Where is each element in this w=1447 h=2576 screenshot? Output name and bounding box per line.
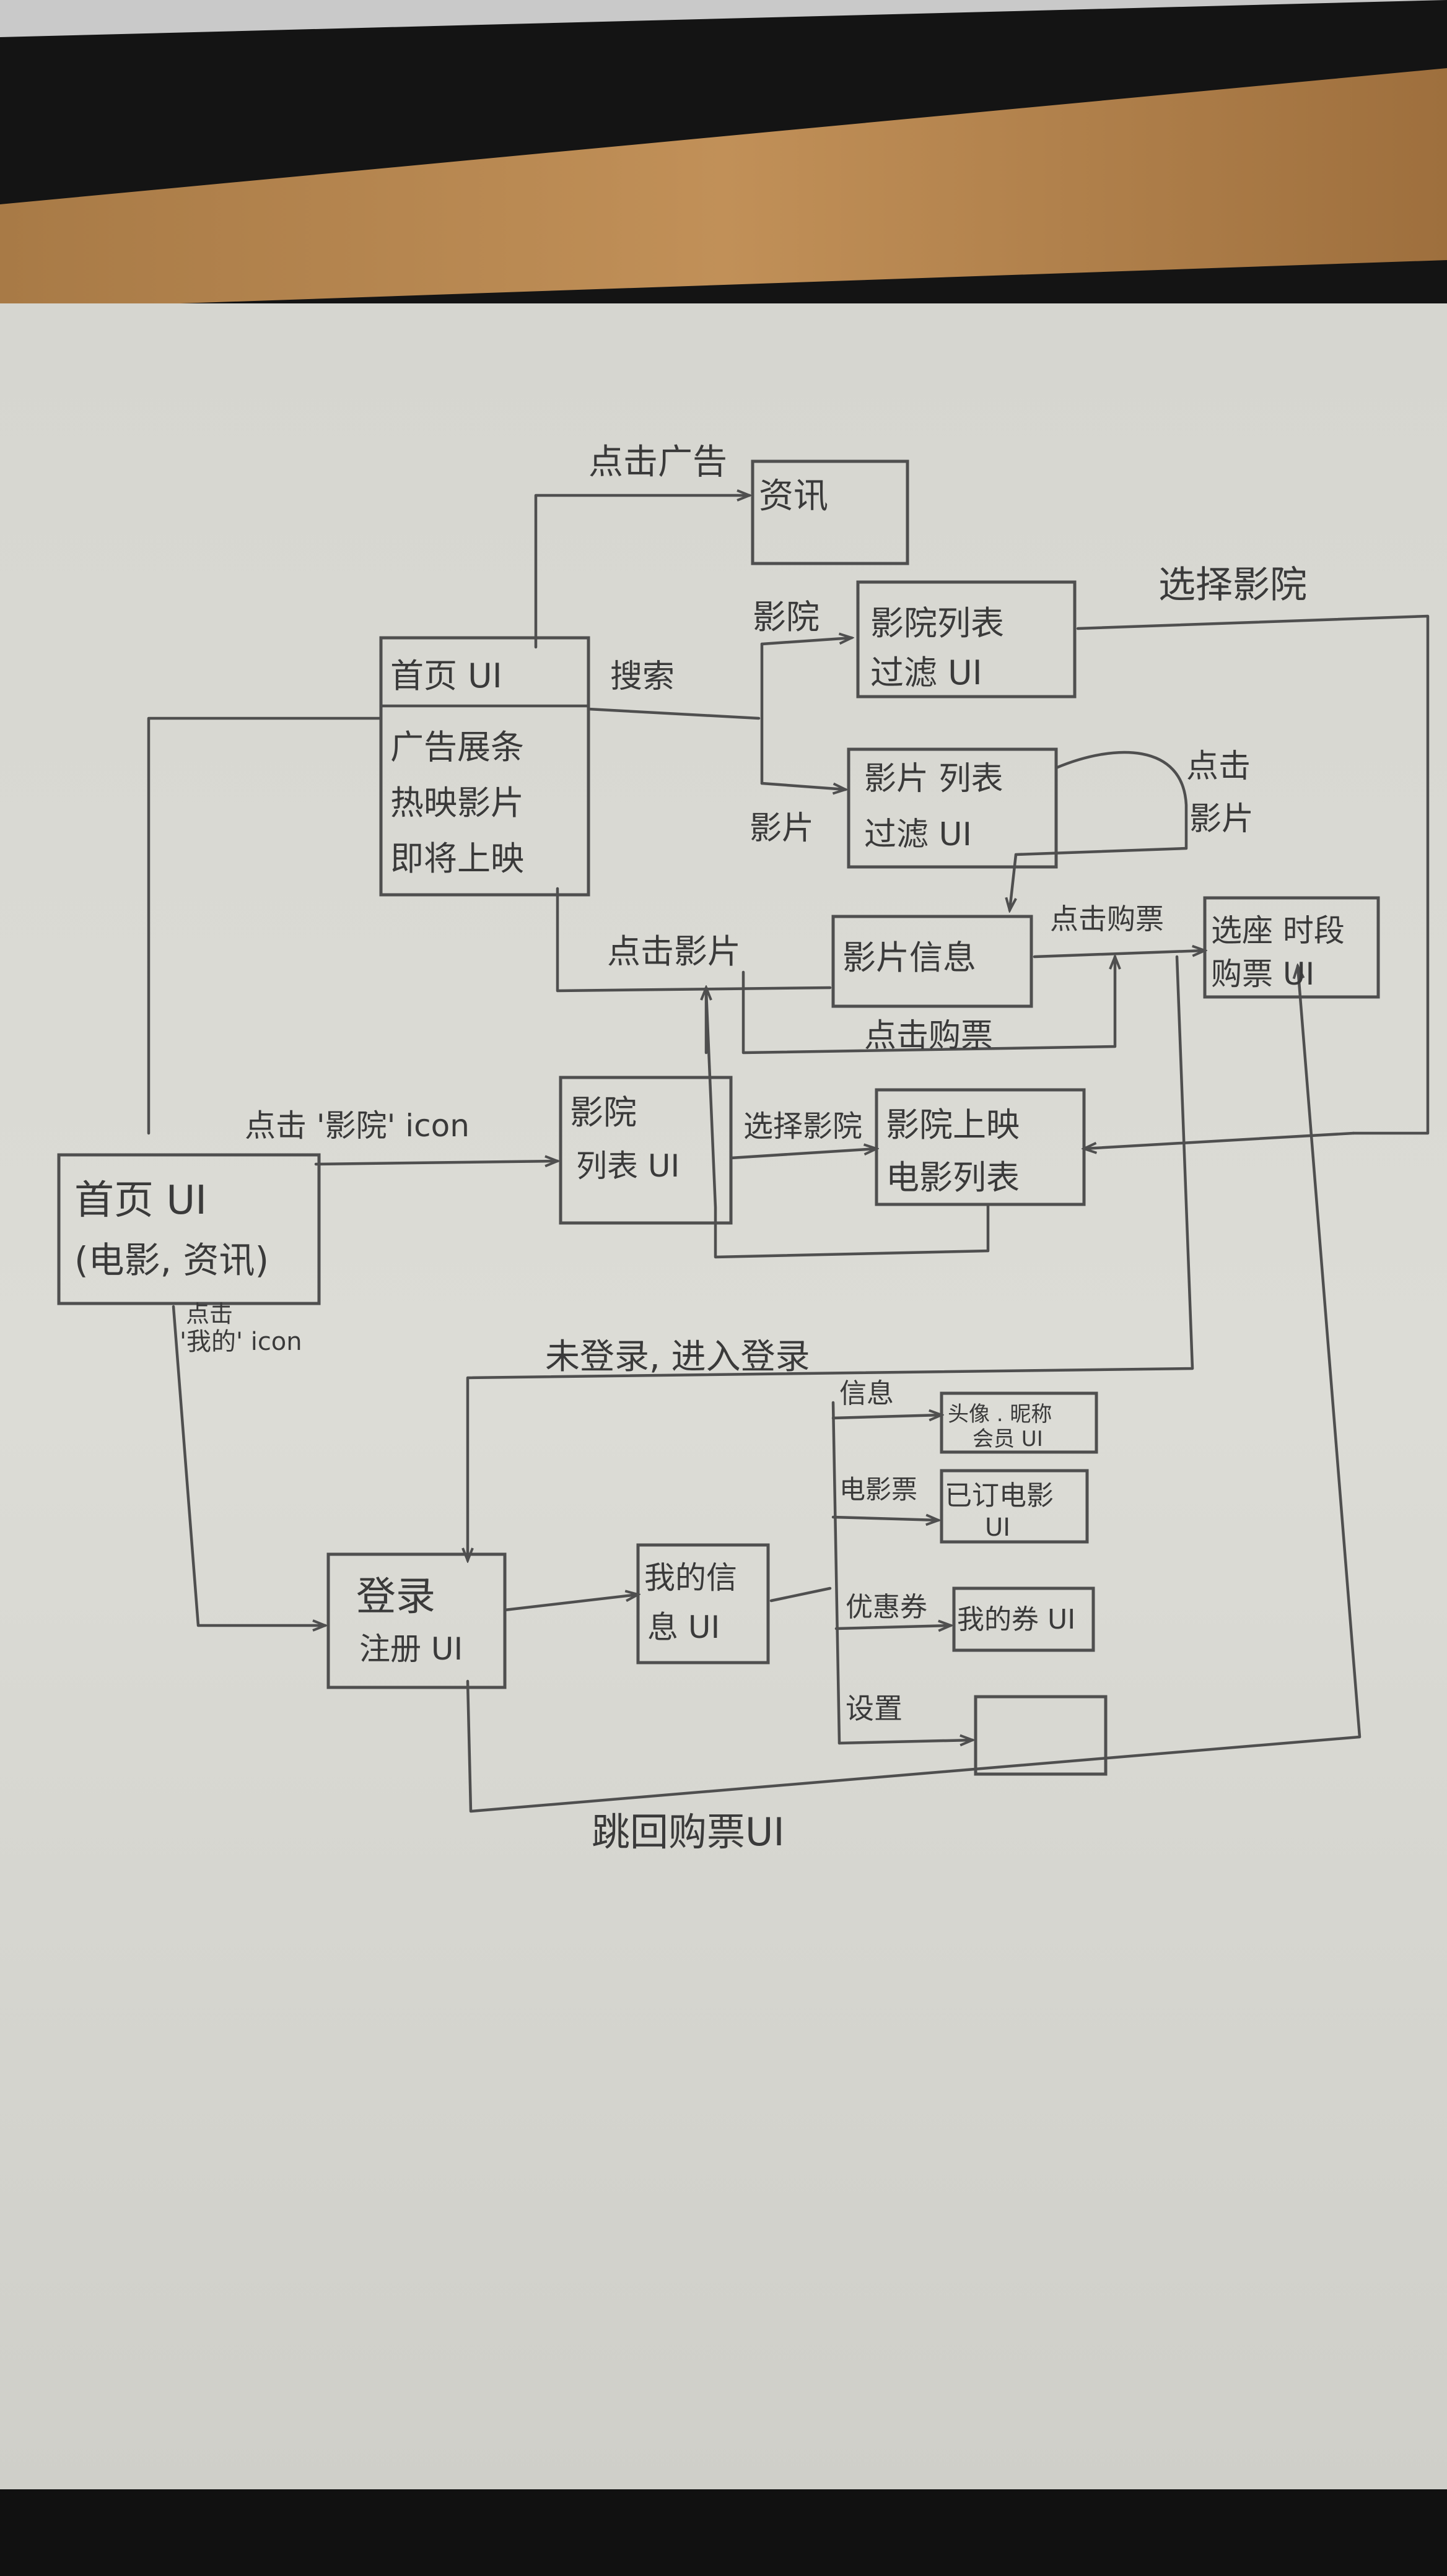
edge-select-cinema-top: [1076, 614, 1430, 1135]
node-sub-info-line-1: 头像 . 昵称: [948, 1402, 1052, 1427]
label-click-film: 点击影片: [607, 932, 741, 971]
label-info: 信息: [839, 1378, 894, 1409]
label-click-buy-2: 点击购票: [864, 1017, 993, 1055]
label-search: 搜索: [610, 658, 675, 695]
node-film-filter-line-2: 过滤 UI: [864, 816, 972, 853]
node-sub-info-box: [940, 1391, 1098, 1454]
edge-home-click-film: [556, 887, 832, 993]
node-film-filter-line-1: 影片 列表: [864, 760, 1003, 798]
edge-to-sub-settings: [837, 1740, 973, 1743]
node-home-top-title: 首页 UI: [390, 656, 502, 695]
edge-to-sub-info: [831, 1415, 942, 1418]
node-sub-coupons-line-1: 我的券 UI: [957, 1604, 1075, 1635]
edge-search: [587, 707, 761, 720]
label-click-film-right-1: 点击: [1186, 748, 1251, 785]
node-login-box: [326, 1552, 507, 1689]
node-home-main-line-1: 首页 UI: [74, 1178, 207, 1224]
edge-to-sub-orders: [831, 1517, 938, 1520]
label-click-film-right-2: 影片: [1189, 801, 1254, 838]
edge-sub-vertical: [831, 1401, 841, 1745]
node-film-info-box: [831, 915, 1033, 1008]
nodes: 资讯 首页 UI 广告展条 热映影片 即将上映 影院列表 过滤 UI 影片 列表…: [57, 459, 1380, 1776]
node-film-filter-box: [847, 747, 1058, 869]
bottom-shadow: [0, 2489, 1447, 2576]
dark-band: [0, 0, 1447, 204]
edge-main-to-hometop: [147, 716, 383, 1135]
label-settings: 设置: [846, 1692, 903, 1725]
label-film: 影片: [750, 810, 814, 847]
node-home-main-box: [57, 1153, 321, 1305]
node-sub-coupons-box: [952, 1586, 1095, 1652]
label-click-ad: 点击广告: [588, 442, 727, 482]
node-seat-box: [1203, 896, 1380, 999]
edge-labels: 点击广告 搜索 影院 影片 选择影院 点击 影片 点击影片 点击购票 点击购票 …: [180, 442, 1307, 1855]
node-sub-settings-box: [974, 1695, 1108, 1776]
edge-back-to-ticket: [466, 966, 1362, 1813]
node-cinema-filter-box: [856, 580, 1077, 698]
node-cinema-filter-line-2: 过滤 UI: [870, 653, 982, 692]
node-myinfo-line-1: 我的信: [644, 1560, 737, 1596]
node-film-info-line-1: 影片信息: [842, 938, 976, 977]
node-home-top-line-3: 热映影片: [390, 783, 524, 822]
node-home-top-line-4: 即将上映: [390, 839, 524, 878]
edge-login-to-myinfo: [503, 1595, 638, 1612]
wooden-table: [0, 68, 1447, 310]
node-sub-orders-line-1: 已订电影: [945, 1480, 1054, 1512]
node-cinema-films-line-1: 影院上映: [886, 1105, 1020, 1144]
edge-myinfo-out: [769, 1586, 832, 1603]
node-cinema-filter-line-1: 影院列表: [870, 604, 1004, 643]
label-cinema: 影院: [753, 598, 820, 637]
label-click-buy: 点击购票: [1050, 902, 1164, 936]
edge-to-sub-coupons: [834, 1625, 951, 1629]
node-cinema-list-line-2: 列表 UI: [576, 1148, 680, 1184]
label-movie-ticket: 电影票: [839, 1474, 917, 1505]
node-cinema-films-line-2: 电影列表: [886, 1158, 1020, 1197]
label-click-cinema-icon: 点击 '影院' icon: [245, 1108, 470, 1144]
node-seat-line-2: 购票 UI: [1211, 956, 1314, 992]
edge-list-loop-to-info: [704, 989, 990, 1259]
edge-cinema-films-from-right: [1084, 1131, 1355, 1149]
node-login-line-1: 登录: [356, 1574, 435, 1620]
node-sub-info-line-2: 会员 UI: [973, 1427, 1043, 1451]
node-home-main-line-2: (电影, 资讯): [74, 1239, 269, 1281]
edge-list-to-cinema-films: [729, 1149, 877, 1160]
node-seat-line-1: 选座 时段: [1211, 913, 1345, 949]
node-news-box: [751, 459, 909, 565]
label-back-to-ticket: 跳回购票UI: [592, 1809, 785, 1855]
node-myinfo-box: [636, 1543, 770, 1664]
edge-info-to-seat: [1033, 951, 1205, 959]
edge-seat-not-logged: [468, 955, 1194, 1560]
node-sub-orders-line-2: UI: [985, 1513, 1010, 1542]
label-coupon: 优惠券: [846, 1591, 927, 1623]
edge-to-film-filter: [760, 781, 846, 790]
edge-main-to-login: [172, 1305, 325, 1625]
node-home-top-line-2: 广告展条: [390, 728, 524, 767]
edge-to-cinema-filter: [760, 638, 852, 646]
node-cinema-list-line-1: 影院: [570, 1093, 637, 1132]
node-cinema-films-box: [875, 1088, 1086, 1206]
edge-film-filter-to-info: [1010, 751, 1188, 910]
edges: [147, 495, 1430, 1813]
node-cinema-list-box: [559, 1076, 733, 1225]
edge-main-to-cinema-list: [314, 1161, 557, 1164]
node-myinfo-line-2: 息 UI: [647, 1609, 720, 1645]
node-home-top-box: [379, 636, 590, 897]
paper-sheet: [0, 303, 1447, 2489]
edge-info-click-buy: [741, 957, 1115, 1055]
label-not-logged-in: 未登录, 进入登录: [545, 1337, 810, 1377]
label-click-my-icon-2: '我的' icon: [180, 1328, 302, 1356]
label-select-cinema-top: 选择影院: [1158, 564, 1307, 607]
node-sub-orders-box: [940, 1469, 1089, 1544]
node-news-line-1: 资讯: [759, 476, 828, 516]
node-login-line-2: 注册 UI: [359, 1631, 463, 1667]
label-click-my-icon-1: 点击: [186, 1300, 233, 1328]
edge-home-to-news: [534, 495, 750, 649]
label-select-cinema: 选择影院: [743, 1109, 862, 1144]
